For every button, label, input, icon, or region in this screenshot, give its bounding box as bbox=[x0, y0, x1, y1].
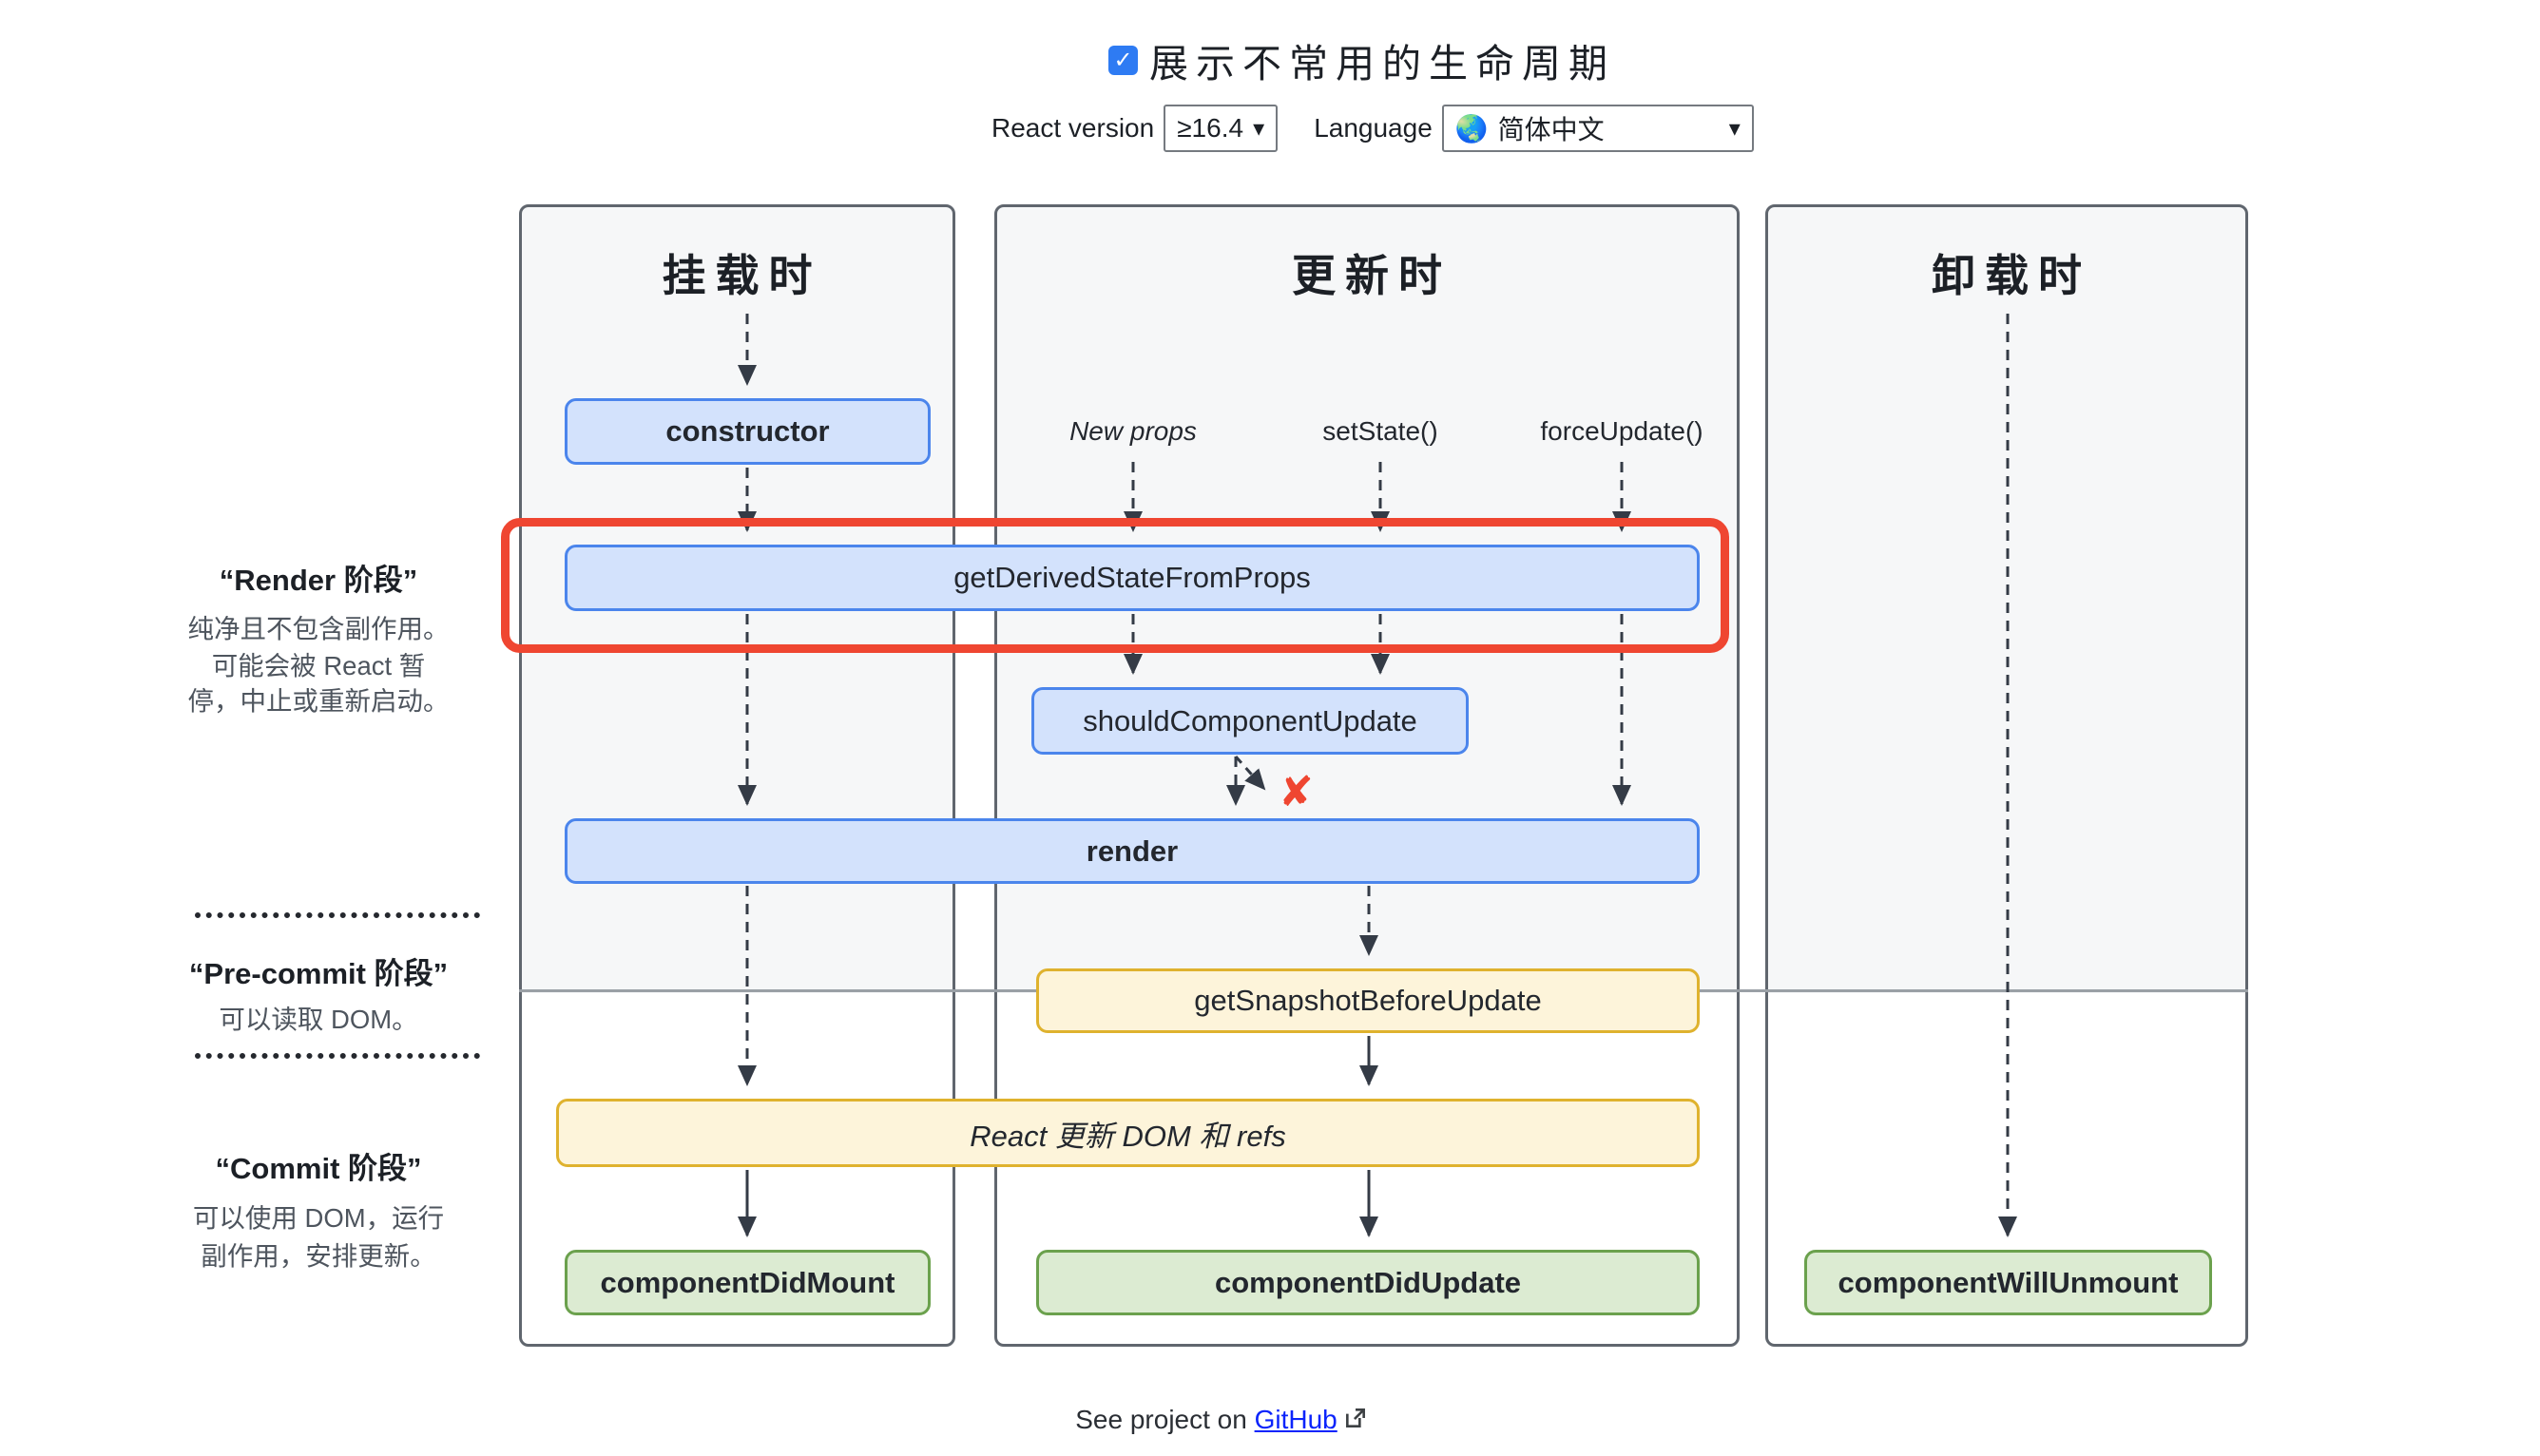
page-title: 展示不常用的生命周期 bbox=[1149, 42, 1615, 86]
phase-divider bbox=[195, 1053, 480, 1059]
component-will-unmount-box[interactable]: componentWillUnmount bbox=[1804, 1250, 2212, 1315]
checkbox-checked-icon[interactable]: ✓ bbox=[1108, 45, 1138, 75]
force-update-label: forceUpdate() bbox=[1540, 416, 1703, 446]
react-updates-dom-box: React 更新 DOM 和 refs bbox=[556, 1099, 1700, 1167]
language-select[interactable]: 🌏 简体中文 ▾ bbox=[1441, 105, 1754, 152]
get-derived-state-from-props-box[interactable]: getDerivedStateFromProps bbox=[565, 545, 1700, 611]
react-version-label: React version bbox=[991, 113, 1155, 143]
render-phase-desc-line: 可能会被 React 暂 bbox=[211, 651, 426, 680]
globe-icon: 🌏 bbox=[1454, 113, 1489, 144]
component-did-update-box[interactable]: componentDidUpdate bbox=[1036, 1250, 1700, 1315]
render-phase-desc-line: 停，中止或重新启动。 bbox=[187, 686, 450, 716]
show-uncommon-lifecycles-toggle[interactable]: ✓ 展示不常用的生命周期 bbox=[1108, 31, 1615, 88]
github-link[interactable]: GitHub bbox=[1254, 1405, 1337, 1434]
commit-phase-desc-line: 可以使用 DOM，运行 bbox=[192, 1203, 445, 1233]
language-value: 简体中文 bbox=[1497, 115, 1605, 144]
diagram-controls: React version ≥16.4 ▾ Language 🌏 简体中文 ▾ bbox=[991, 105, 1754, 152]
language-label: Language bbox=[1314, 113, 1433, 143]
react-version-value: ≥16.4 bbox=[1177, 113, 1244, 143]
render-box[interactable]: render bbox=[565, 818, 1700, 884]
constructor-box[interactable]: constructor bbox=[565, 398, 931, 465]
chevron-down-icon: ▾ bbox=[1728, 115, 1741, 142]
footer: See project on GitHub bbox=[936, 1405, 1507, 1437]
footer-text: See project on bbox=[1075, 1405, 1255, 1434]
pre-commit-phase-desc-line: 可以读取 DOM。 bbox=[219, 1005, 418, 1034]
phase-divider bbox=[195, 912, 480, 918]
chevron-down-icon: ▾ bbox=[1253, 115, 1265, 142]
commit-phase-desc-line: 副作用，安排更新。 bbox=[201, 1241, 436, 1271]
should-component-update-box[interactable]: shouldComponentUpdate bbox=[1031, 687, 1469, 755]
commit-phase-title: “Commit 阶段” bbox=[215, 1152, 422, 1185]
render-phase-title: “Render 阶段” bbox=[219, 564, 418, 597]
external-link-icon bbox=[1343, 1406, 1368, 1437]
component-did-mount-box[interactable]: componentDidMount bbox=[565, 1250, 931, 1315]
set-state-label: setState() bbox=[1322, 416, 1438, 446]
new-props-label: New props bbox=[1069, 416, 1197, 446]
update-cancelled-cross-icon: ✘ bbox=[1279, 769, 1314, 815]
updating-column-title: 更新时 bbox=[1292, 251, 1452, 300]
unmounting-column-title: 卸载时 bbox=[1932, 251, 2091, 300]
get-snapshot-before-update-box[interactable]: getSnapshotBeforeUpdate bbox=[1036, 968, 1700, 1033]
react-version-select[interactable]: ≥16.4 ▾ bbox=[1164, 105, 1279, 152]
mounting-column-title: 挂载时 bbox=[662, 251, 822, 300]
pre-commit-phase-title: “Pre-commit 阶段” bbox=[188, 957, 449, 990]
render-phase-desc-line: 纯净且不包含副作用。 bbox=[187, 614, 450, 643]
